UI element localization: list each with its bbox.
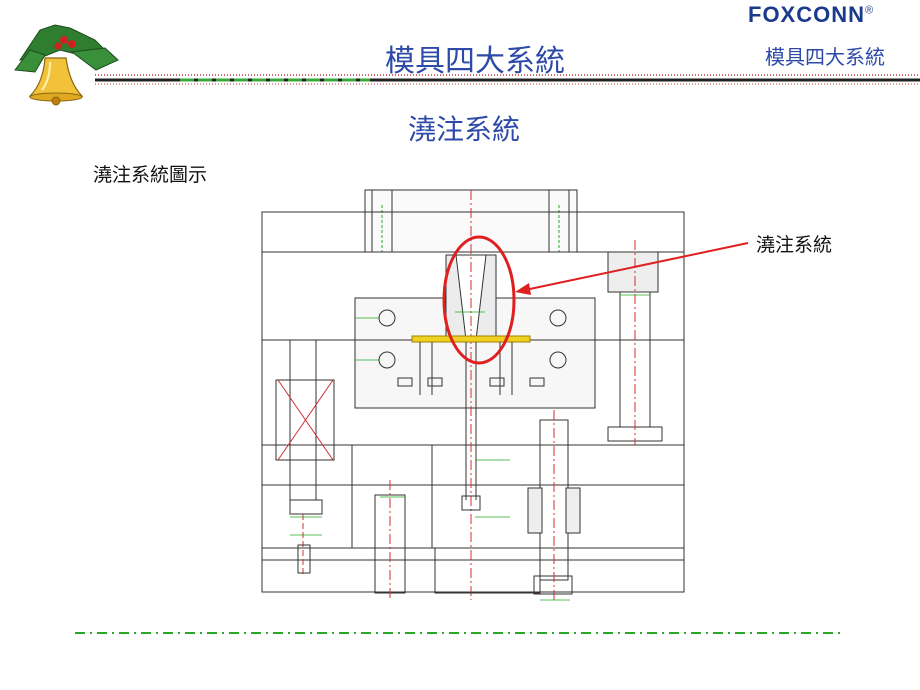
mold-diagram [261, 189, 685, 601]
brand-logo: FOXCONN® [748, 2, 874, 28]
callout-arrow [515, 242, 749, 295]
header-divider [95, 74, 920, 85]
header-subtitle: 模具四大系統 [765, 45, 885, 69]
registered-mark: ® [865, 4, 875, 17]
page-title: 模具四大系統 [385, 44, 565, 79]
brand-text: FOXCONN [748, 2, 865, 27]
sprue-highlight-ellipse [442, 235, 516, 365]
diagram-caption: 澆注系統圖示 [93, 164, 208, 186]
callout-label: 澆注系統 [756, 234, 833, 256]
section-title: 澆注系統 [408, 113, 521, 146]
christmas-bell-icon [14, 24, 119, 106]
